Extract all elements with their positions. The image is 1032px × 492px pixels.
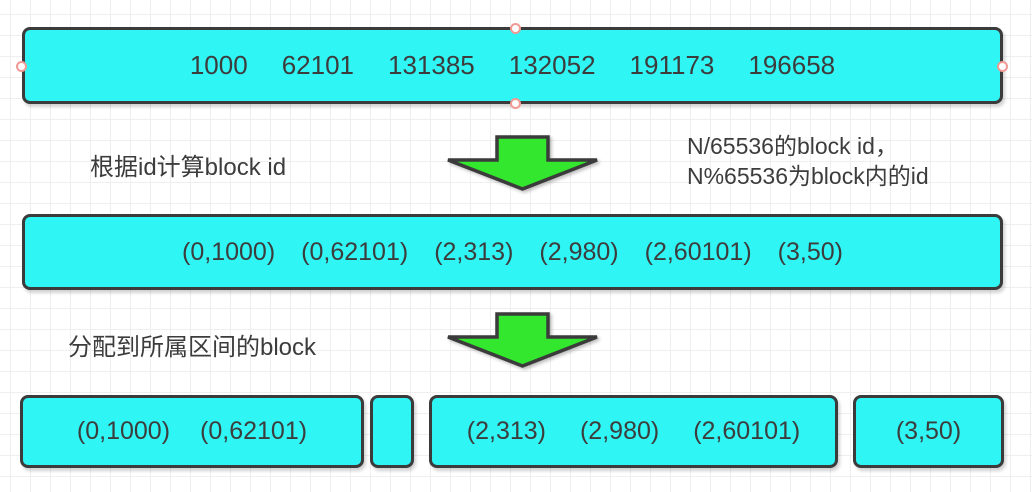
value-item: (0,1000) xyxy=(76,417,171,445)
connection-handle-bottom[interactable] xyxy=(510,98,521,109)
value-item: (3,50) xyxy=(895,417,962,445)
value-item: (0,62101) xyxy=(200,417,308,445)
connection-handle-top[interactable] xyxy=(510,23,521,34)
down-arrow-icon[interactable] xyxy=(446,312,599,369)
value-item: (0,1000) xyxy=(182,237,276,266)
value-item: (2,980) xyxy=(539,237,619,266)
value-item: 62101 xyxy=(281,50,354,80)
block-2-box[interactable]: (2,313) (2,980) (2,60101) xyxy=(429,395,838,468)
value-item: (2,980) xyxy=(579,417,660,445)
block-3-box[interactable]: (3,50) xyxy=(853,395,1004,468)
value-item: 1000 xyxy=(189,50,248,80)
value-item: 191173 xyxy=(629,50,715,80)
value-item: (2,313) xyxy=(466,417,546,445)
step2-label[interactable]: 分配到所属区间的block xyxy=(68,334,317,361)
value-item: (2,60101) xyxy=(644,237,752,266)
step1-note[interactable]: N/65536的block id， N%65536为block内的id xyxy=(687,131,929,191)
value-item: 196658 xyxy=(748,50,836,80)
connection-handle-right[interactable] xyxy=(997,61,1008,72)
note-line-2: N%65536为block内的id xyxy=(687,163,929,189)
block-0-box[interactable]: (0,1000) (0,62101) xyxy=(20,395,364,468)
value-item: (2,313) xyxy=(434,237,514,266)
block-id-pairs-box[interactable]: (0,1000) (0,62101) (2,313) (2,980) (2,60101)… xyxy=(22,214,1003,290)
note-line-1: N/65536的block id， xyxy=(687,133,898,159)
step1-label[interactable]: 根据id计算block id xyxy=(90,154,287,181)
down-arrow-icon[interactable] xyxy=(446,135,599,192)
value-item: (2,60101) xyxy=(693,417,801,445)
id-list-box[interactable]: 1000 62101 131385 132052 191173 196658 xyxy=(22,27,1003,104)
value-item: 131385 xyxy=(388,50,475,80)
block-empty-box[interactable] xyxy=(370,395,414,468)
value-item: 132052 xyxy=(508,50,596,80)
value-item: (3,50) xyxy=(777,237,843,266)
value-item: (0,62101) xyxy=(301,237,409,266)
connection-handle-left[interactable] xyxy=(16,61,27,72)
